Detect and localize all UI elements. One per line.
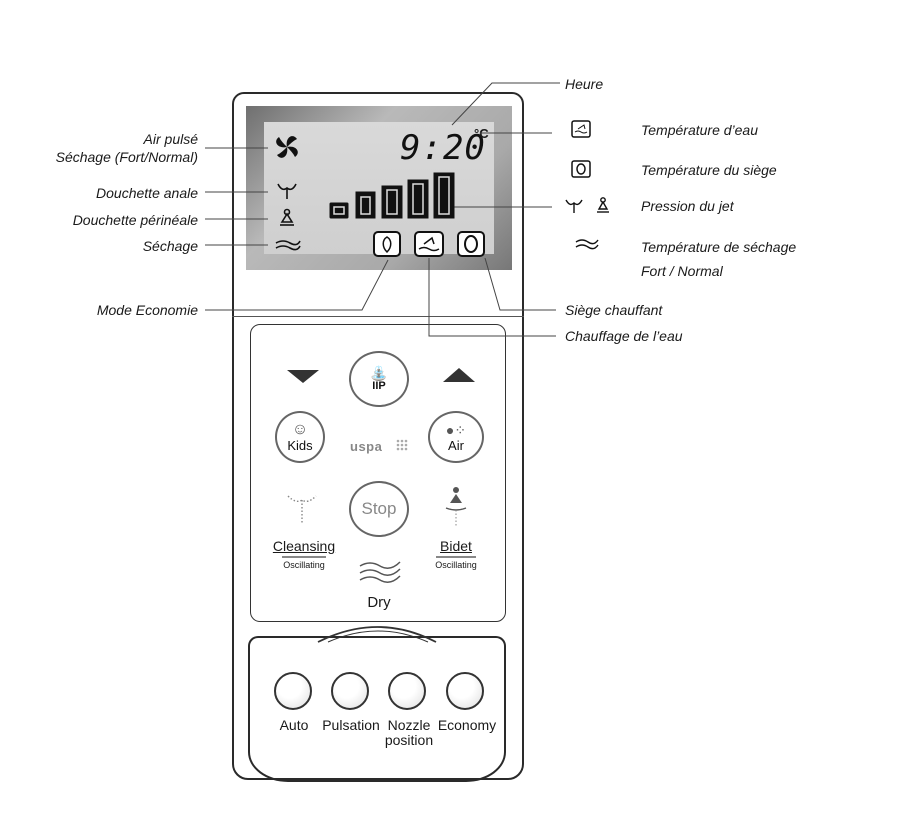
cleansing-button[interactable]: Cleansing <box>272 538 336 554</box>
bidet-button[interactable]: Bidet <box>440 538 472 554</box>
bidet-sub-label: Oscillating <box>435 560 477 570</box>
label-fort-normal: Fort / Normal <box>641 263 723 279</box>
label-heure: Heure <box>565 76 604 92</box>
label-chauffage-eau: Chauffage de l’eau <box>565 328 683 344</box>
nozzle-label-line2: position <box>384 732 434 748</box>
auto-label: Auto <box>279 717 309 733</box>
label-douchette-anale: Douchette anale <box>96 185 198 201</box>
legend-drying-icon <box>575 239 599 250</box>
clock-readout: 9:20 <box>400 128 486 168</box>
label-temp-siege: Température du siège <box>641 162 777 178</box>
legend-seat-temp-icon <box>571 160 591 178</box>
kids-label: Kids <box>287 437 313 453</box>
control-panel <box>250 324 506 622</box>
label-pression-jet: Pression du jet <box>641 198 734 214</box>
nozzle-label-line1: Nozzle <box>387 717 431 733</box>
label-sechage: Séchage <box>142 238 198 254</box>
auto-button[interactable] <box>274 672 312 710</box>
legend-water-temp-icon <box>571 120 591 138</box>
divider <box>232 316 524 317</box>
label-temp-eau: Température d’eau <box>641 122 759 138</box>
label-sechage-fort: Séchage (Fort/Normal) <box>55 149 198 165</box>
label-mode-economie: Mode Economie <box>96 302 198 318</box>
air-label: Air <box>448 437 464 453</box>
iip-label: IIP <box>372 380 386 392</box>
iip-button[interactable]: ⛲ IIP <box>349 351 409 407</box>
fountain-icon: ⛲ <box>370 365 388 381</box>
label-siege-chauffant: Siège chauffant <box>565 302 663 318</box>
nozzle-position-button[interactable] <box>388 672 426 710</box>
dry-button[interactable]: Dry <box>367 594 391 611</box>
economy-label: Economy <box>437 717 497 733</box>
stop-label: Stop <box>361 499 397 518</box>
brand-logo: uspa <box>350 439 383 454</box>
temperature-unit: °C <box>474 126 489 141</box>
label-air-pulse: Air pulsé <box>143 131 198 147</box>
pulsation-button[interactable] <box>331 672 369 710</box>
kids-button[interactable]: ☺ Kids <box>275 411 325 463</box>
economy-button[interactable] <box>446 672 484 710</box>
smiley-icon: ☺ <box>291 420 309 438</box>
pulsation-label: Pulsation <box>322 717 380 733</box>
label-temp-sechage: Température de séchage <box>641 239 797 255</box>
cleansing-sub-label: Oscillating <box>283 560 325 570</box>
bubbles-icon: ●⁘ <box>445 421 467 438</box>
air-button[interactable]: ●⁘ Air <box>428 411 484 463</box>
label-douchette-perineale: Douchette périnéale <box>72 212 198 228</box>
legend-jet-pressure-icons <box>565 197 609 213</box>
stop-button[interactable]: Stop <box>349 481 409 537</box>
